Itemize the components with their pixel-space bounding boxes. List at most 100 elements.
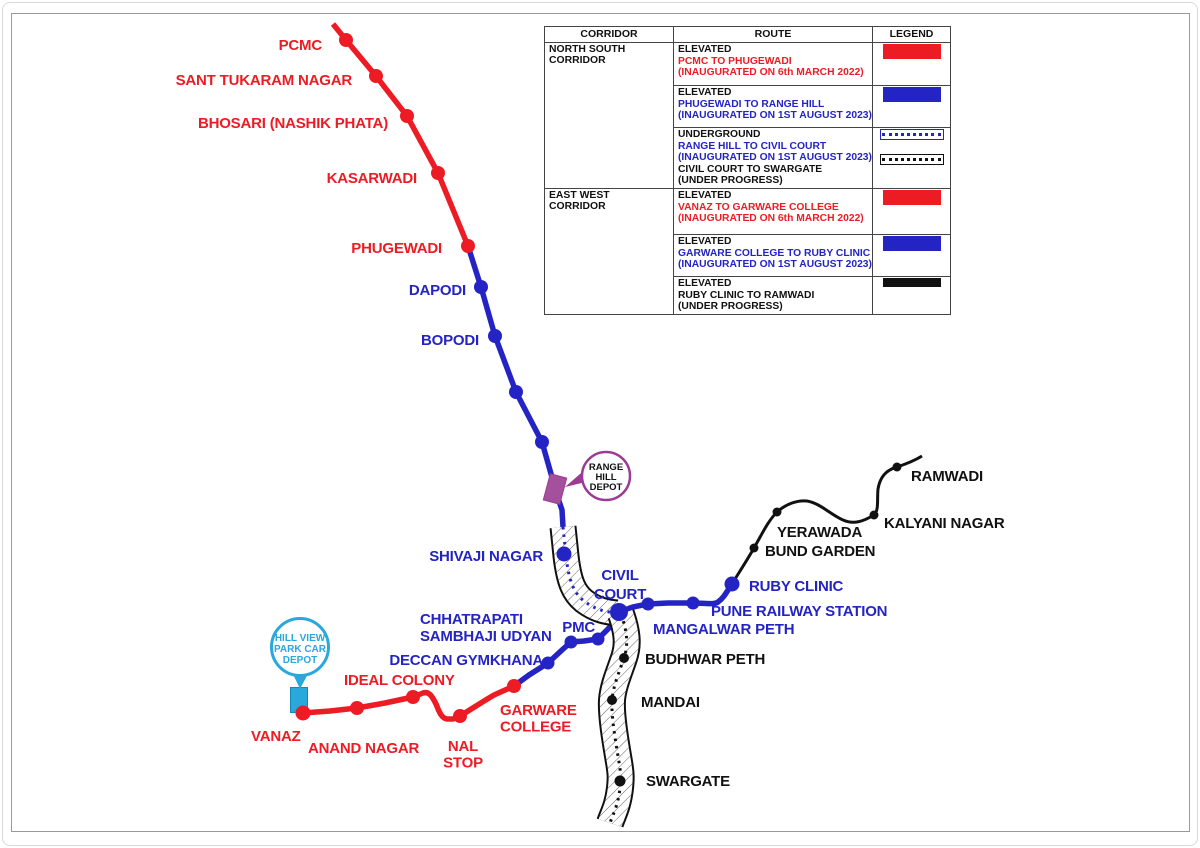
legend-corridor-cell: EAST WEST CORRIDOR <box>544 188 674 315</box>
station-label-nal-stop: STOP <box>443 755 483 772</box>
station-dot-pune-railway-station <box>686 596 700 610</box>
legend-swatch-dashed-blue <box>879 129 944 140</box>
legend-route-line: UNDERGROUND <box>678 129 761 140</box>
station-label-sant-tukaram-nagar: SANT TUKARAM NAGAR <box>176 72 353 89</box>
station-dot-vanaz <box>295 705 311 721</box>
legend-swatch-solid-blue <box>882 87 941 102</box>
station-label-deccan-gymkhana: DECCAN GYMKHANA <box>389 652 543 669</box>
legend-route-line: ELEVATED <box>678 87 732 98</box>
station-label-vanaz: VANAZ <box>251 728 301 745</box>
station-label-garware-college: COLLEGE <box>500 719 571 736</box>
legend-route-line: ELEVATED <box>678 278 732 289</box>
legend-route-line: ELEVATED <box>678 44 732 55</box>
station-dot-pmc <box>591 632 605 646</box>
station-label-mangalwar-peth: MANGALWAR PETH <box>653 621 794 638</box>
route-east-elevated-black-under-progress <box>730 454 923 585</box>
station-label-civil-court: CIVIL <box>601 567 638 584</box>
hill-view-park-car-depot-label-line: PARK CAR <box>274 644 327 655</box>
station-dot-nal-stop <box>453 709 467 723</box>
station-dot-swargate <box>614 775 626 787</box>
legend-swatch-cell <box>872 276 951 315</box>
station-dot-budhwar-peth <box>619 653 629 663</box>
station-dot-yerawada <box>772 507 782 517</box>
route-lines-layer <box>302 22 923 722</box>
station-dot-anand-nagar <box>350 701 364 715</box>
legend-corridor-cell: NORTH SOUTH CORRIDOR <box>544 42 674 189</box>
station-dot-deccan-gymkhana <box>541 656 555 670</box>
station-dot-station-unlabeled-1 <box>509 385 523 399</box>
station-dot-bopodi <box>488 329 502 343</box>
legend-swatch-cell <box>872 234 951 277</box>
legend-swatch-solid-red <box>882 44 941 59</box>
legend-header-corridor: CORRIDOR <box>544 26 674 43</box>
station-label-chhatrapati-sambhaji-udyan: SAMBHAJI UDYAN <box>420 628 552 645</box>
legend-route-line: (INAUGURATED ON 1ST AUGUST 2023) <box>678 152 872 164</box>
route-north-south-elevated-blue <box>465 245 566 528</box>
station-label-ramwadi: RAMWADI <box>911 468 983 485</box>
legend-table-container: CORRIDOR ROUTE LEGEND NORTH SOUTH CORRID… <box>544 26 951 315</box>
legend-swatch-cell <box>872 188 951 235</box>
station-label-mandai: MANDAI <box>641 694 700 711</box>
station-label-kasarwadi: KASARWADI <box>327 170 417 187</box>
station-label-bund-garden: BUND GARDEN <box>765 543 875 560</box>
station-dot-pcmc <box>339 33 353 47</box>
station-label-shivaji-nagar: SHIVAJI NAGAR <box>429 548 543 565</box>
station-label-ruby-clinic: RUBY CLINIC <box>749 578 844 595</box>
station-label-garware-college: GARWARE <box>500 702 577 719</box>
hill-view-park-car-depot-label-line: DEPOT <box>283 655 317 666</box>
legend-route-line: VANAZ TO GARWARE COLLEGE <box>678 201 839 213</box>
legend-route-line: PHUGEWADI TO RANGE HILL <box>678 98 825 110</box>
legend-route-line: (UNDER PROGRESS) <box>678 175 783 187</box>
station-label-yerawada: YERAWADA <box>777 524 862 541</box>
legend-route-line: (INAUGURATED ON 6th MARCH 2022) <box>678 67 864 79</box>
station-label-nal-stop: NAL <box>448 738 478 755</box>
legend-route-line: PCMC TO PHUGEWADI <box>678 55 792 67</box>
station-dot-shivaji-nagar <box>556 546 572 562</box>
route-north-south-elevated-red <box>330 22 471 248</box>
legend-swatch-dots <box>882 158 941 161</box>
legend-route-line: ELEVATED <box>678 236 732 247</box>
station-dot-civil-court <box>610 603 628 621</box>
legend-route-line: CIVIL COURT TO SWARGATE <box>678 163 823 175</box>
station-dot-kalyani-nagar <box>869 510 879 520</box>
legend-table: CORRIDOR ROUTE LEGEND NORTH SOUTH CORRID… <box>544 26 951 315</box>
tube-hatch-underground-rangehill-civilcourt <box>551 525 619 625</box>
legend-row-3: EAST WEST CORRIDOR ELEVATED VANAZ TO GARWA… <box>544 188 951 315</box>
hill-view-park-car-depot-circle <box>270 617 330 677</box>
station-label-bhosari-nashik-phata: BHOSARI (NASHIK PHATA) <box>198 115 388 132</box>
tube-dotted-centerline-underground-civilcourt-swargate <box>608 613 629 824</box>
station-dot-bund-garden <box>749 543 759 553</box>
legend-swatch-solid-thin-black <box>882 278 941 287</box>
station-dot-dapodi <box>474 280 488 294</box>
legend-header-route: ROUTE <box>673 26 873 43</box>
station-dots-layer <box>295 33 902 787</box>
range-hill-depot-label-line: HILL <box>595 472 616 483</box>
station-label-civil-court: COURT <box>594 586 646 603</box>
legend-swatch-cell <box>872 85 951 128</box>
legend-swatch-cell <box>872 42 951 86</box>
station-dot-bhosari-nashik-phata <box>400 109 414 123</box>
legend-header-row: CORRIDOR ROUTE LEGEND <box>544 26 951 43</box>
station-label-pmc: PMC <box>562 619 595 636</box>
station-label-dapodi: DAPODI <box>409 282 466 299</box>
range-hill-depot-circle <box>580 450 632 502</box>
legend-route-line: RANGE HILL TO CIVIL COURT <box>678 140 827 152</box>
station-dot-kasarwadi <box>431 166 445 180</box>
station-dot-ramwadi <box>892 462 902 472</box>
legend-swatch-solid-blue <box>882 236 941 251</box>
station-label-swargate: SWARGATE <box>646 773 730 790</box>
station-label-phugewadi: PHUGEWADI <box>351 240 442 257</box>
legend-route-line: (INAUGURATED ON 6th MARCH 2022) <box>678 213 864 225</box>
station-dot-sant-tukaram-nagar <box>369 69 383 83</box>
range-hill-depot-rect <box>542 473 568 505</box>
